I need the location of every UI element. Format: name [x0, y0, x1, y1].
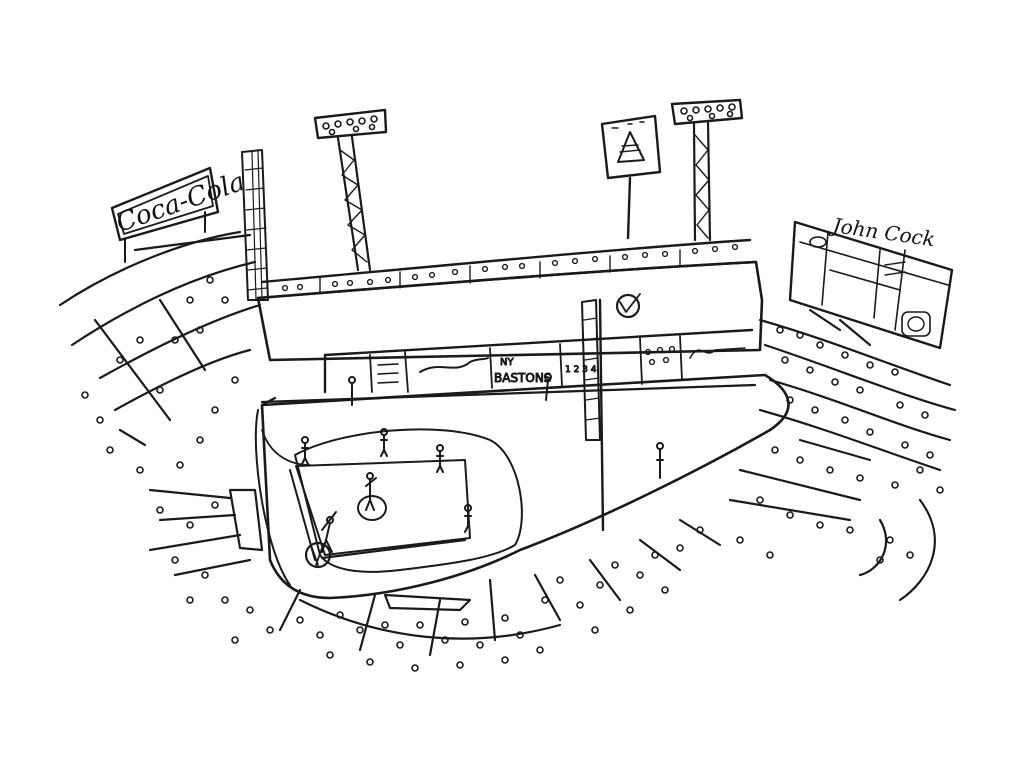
outfield-wall-block: NY BASTONS 1 2 3 4 [256, 260, 764, 394]
player-shortstop [464, 504, 472, 533]
player-left-field [301, 436, 309, 465]
right-crowd [736, 326, 944, 564]
wall-ad-bastons: BASTONS [494, 371, 551, 385]
bottom-stands [228, 488, 722, 657]
player-right-field [436, 444, 444, 473]
player-wall-center [544, 373, 552, 401]
left-stands [58, 230, 262, 577]
player-pitcher [365, 472, 377, 511]
light-tower-center [600, 114, 662, 240]
wall-numbers: 1 2 3 4 [565, 365, 597, 375]
bottom-crowd [296, 526, 704, 672]
center-foul-pole [581, 299, 601, 441]
scoreboard-signature: John Cock [827, 213, 936, 252]
light-tower-right [670, 98, 744, 242]
right-scoreboard: John Cock [788, 213, 954, 350]
light-tower-left [313, 108, 388, 272]
playing-field [254, 298, 790, 600]
player-wall-left [348, 376, 356, 406]
left-crowd [81, 276, 274, 644]
player-batter [321, 511, 337, 553]
upper-deck [256, 238, 758, 300]
players [301, 373, 664, 553]
coca-cola-logo: Coca-Cola [113, 167, 249, 239]
player-center-field [380, 428, 388, 457]
left-foul-pole [241, 149, 269, 301]
wall-ad-ny: NY [500, 357, 514, 368]
player-right-edge [656, 442, 664, 479]
